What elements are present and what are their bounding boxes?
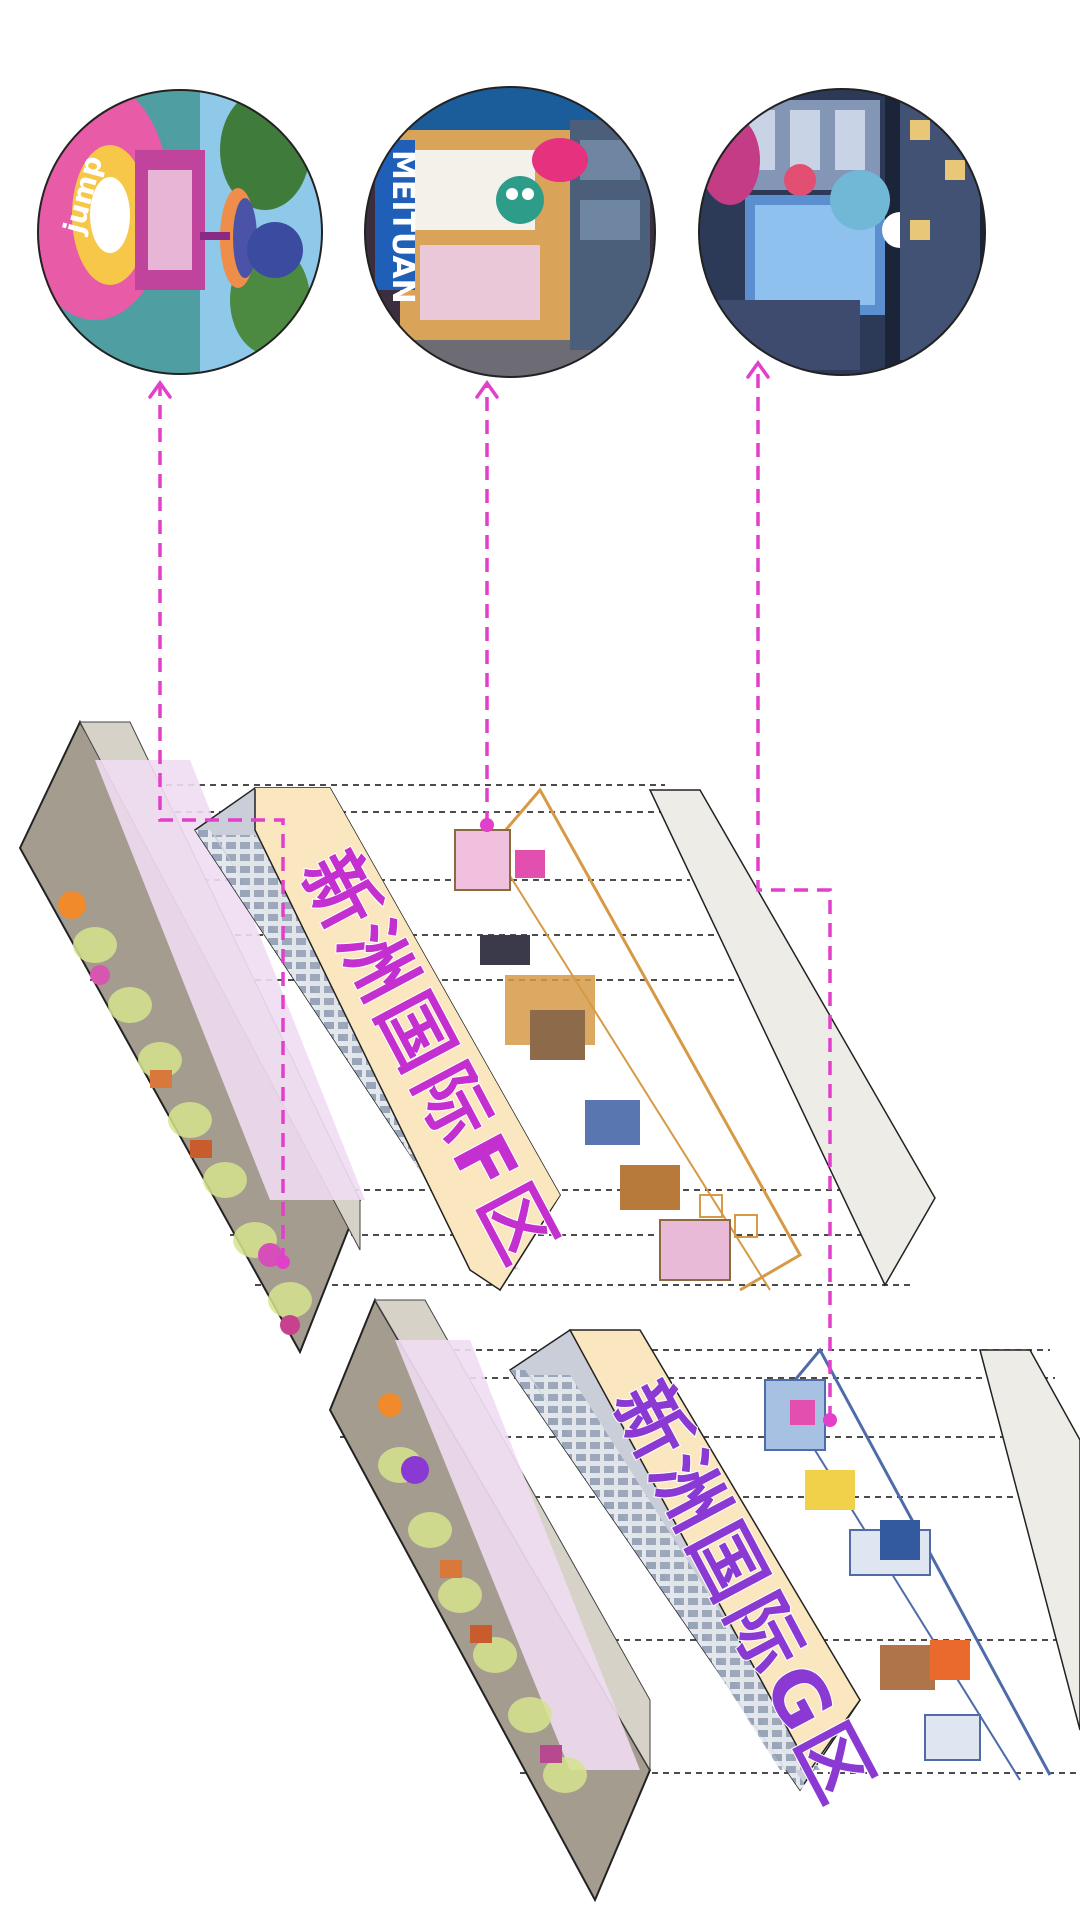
leader-arrow-icon <box>746 359 770 379</box>
street-kiosks-f <box>58 891 300 1335</box>
leader-anchor-dots <box>276 818 837 1427</box>
rendering-circle-night-facade <box>698 88 986 376</box>
leader-arrow-icon <box>475 379 499 399</box>
storefront-frame-layer-g <box>764 1347 1052 1781</box>
leader-line-street-plaza <box>158 385 285 1262</box>
leader-arrow-heads <box>148 359 770 399</box>
ground-layer-f <box>18 719 365 1355</box>
rendering-circle-street-plaza: jump <box>37 89 323 375</box>
leader-line-night-facade <box>756 365 832 1420</box>
ground-layer-g <box>328 1297 652 1903</box>
street-kiosks-g <box>378 1393 562 1763</box>
rear-wall-g <box>979 1349 1080 1731</box>
storefront-frame-layer-f <box>454 787 803 1292</box>
meituan-sign: MEITUAN <box>385 150 420 304</box>
leader-arrow-icon <box>148 379 172 399</box>
rendering-circle-meituan-storefront: MEITUAN <box>364 86 656 378</box>
building-mass-g <box>508 1328 861 1792</box>
planter-row-g <box>378 1447 587 1793</box>
building-mass-f <box>193 786 561 1292</box>
rear-wall-f <box>648 789 936 1287</box>
planter-row-f <box>73 927 312 1318</box>
leader-lines <box>158 365 832 1420</box>
